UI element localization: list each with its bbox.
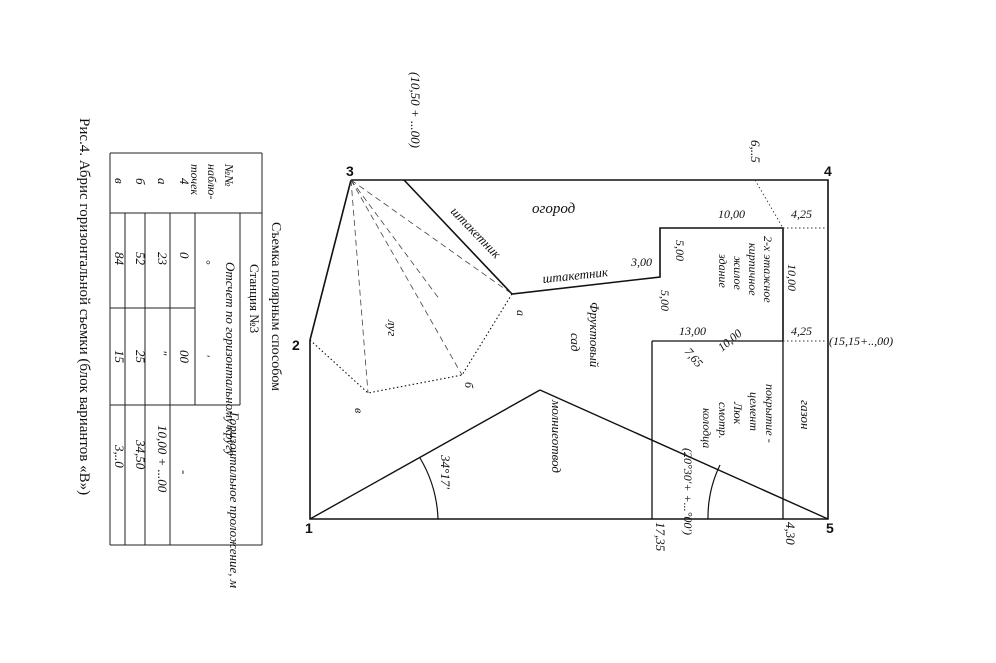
row-point: б xyxy=(133,178,148,185)
dim-5-00-a: 5,00 xyxy=(673,240,687,261)
table-row: 4 0 00 - xyxy=(177,178,192,474)
meadow-boundary xyxy=(309,293,513,394)
point-2-label: 2 xyxy=(292,337,300,353)
table-row: в 84 15 3,..0 xyxy=(112,178,127,468)
polar-survey-table: Съемка полярным способом Станция №3 №№ н… xyxy=(109,152,283,588)
row-deg: 52 xyxy=(133,252,148,266)
label-smotr: смотр. xyxy=(716,402,730,439)
boundary-outline xyxy=(309,179,829,520)
point-b-label: б xyxy=(462,382,476,389)
table-row: а 23 " 10,00 + ...00 xyxy=(155,178,170,493)
label-gazon: газон xyxy=(798,400,813,429)
angle-20-30: (20°30′+ +...°00′) xyxy=(681,448,695,535)
label-lug: луг xyxy=(385,319,400,336)
figure-caption: Рис.4. Абрис горизонтальной съемки (блок… xyxy=(76,118,92,495)
fence-line xyxy=(403,179,784,341)
label-shtaketnik-2: штакетник xyxy=(542,264,610,286)
dim-6-5: 6,..5 xyxy=(748,140,763,163)
point-4-label: 4 xyxy=(824,163,832,179)
dim-4-25-a: 4,25 xyxy=(791,207,812,221)
dim-3-00: 3,00 xyxy=(630,255,652,269)
row-min: " xyxy=(155,350,170,356)
diagonal-line-5 xyxy=(539,389,829,520)
col-reading-deg-unit: ° xyxy=(199,260,213,265)
row-point: а xyxy=(155,178,170,185)
diagonal-line-1 xyxy=(309,389,541,520)
row-deg: 0 xyxy=(177,252,192,259)
label-building-2: кирпичное xyxy=(746,243,760,296)
angle-arc-1 xyxy=(419,457,439,520)
label-cover-2: цемент xyxy=(747,392,761,431)
dim-10-00-b: 10,00 xyxy=(785,264,799,291)
dim-7-65: 7,65 xyxy=(682,345,706,370)
label-molniyeotvod: молниеотвод xyxy=(549,399,564,473)
col-point-head-3: точек xyxy=(188,164,202,195)
row-min: 15 xyxy=(112,350,127,364)
table-title: Съемка полярным способом xyxy=(268,222,283,391)
label-kolodtsa: колодца xyxy=(700,408,714,448)
row-min: 25 xyxy=(133,350,148,364)
angle-34-17: 34°17′ xyxy=(438,454,453,489)
label-building-3: жилое xyxy=(731,256,745,291)
dim-4-30: 4,30 xyxy=(783,522,798,545)
row-dist: - xyxy=(177,470,192,474)
point-3-label: 3 xyxy=(346,163,354,179)
station-label: Станция №3 xyxy=(247,264,262,333)
label-building-4: здание xyxy=(716,253,730,289)
row-point: в xyxy=(112,178,127,184)
row-deg: 23 xyxy=(155,252,170,266)
label-shtaketnik-1: штакетник xyxy=(448,204,505,262)
row-deg: 84 xyxy=(112,252,127,266)
dim-10-50: (10,50 + ...00) xyxy=(408,72,423,148)
col-point-head-2: наблю- xyxy=(205,164,219,199)
label-sad-1: Фруктовый xyxy=(587,302,602,368)
dimension-lines xyxy=(754,179,828,342)
row-dist: 34,50 xyxy=(133,439,148,470)
dim-17-35: 17,35 xyxy=(653,522,668,552)
label-luk: Люк xyxy=(731,401,745,425)
row-point: 4 xyxy=(177,178,192,185)
label-sad-2: сад xyxy=(568,333,583,352)
label-cover-1: покрытие - xyxy=(763,384,777,443)
row-dist: 3,..0 xyxy=(112,444,127,468)
table-row: б 52 25 34,50 xyxy=(133,178,148,470)
row-min: 00 xyxy=(177,350,192,364)
label-ogorod: огород xyxy=(532,201,576,217)
dim-4-25-b: 4,25 xyxy=(791,324,812,338)
angle-arc-5 xyxy=(707,464,721,520)
col-point-head-1: №№ xyxy=(222,163,236,187)
col-reading-head: Отсчет по горизонтальному кругу xyxy=(223,262,238,456)
point-1-label: 1 xyxy=(305,520,313,536)
label-building-1: 2-х этажное xyxy=(761,236,775,303)
col-reading-min-unit: ′ xyxy=(199,355,213,358)
point-v-label: в xyxy=(352,408,366,413)
site-plan: 3 4 2 1 5 а б в огород штакетник штакетн… xyxy=(292,72,893,552)
point-a-label: а xyxy=(514,310,528,316)
table-grid xyxy=(109,152,263,546)
col-distance-head: Горизонтальное проложение, м xyxy=(227,411,242,588)
dim-15-15: (15,15+..,00) xyxy=(829,334,893,348)
point-5-label: 5 xyxy=(826,520,834,536)
dim-10-00-c: 10,00 xyxy=(715,326,745,354)
row-dist: 10,00 + ...00 xyxy=(155,425,170,493)
dim-5-00-b: 5,00 xyxy=(658,290,672,311)
dim-10-00-a: 10,00 xyxy=(718,207,745,221)
polar-rays xyxy=(350,179,513,394)
dim-13-00: 13,00 xyxy=(679,324,706,338)
